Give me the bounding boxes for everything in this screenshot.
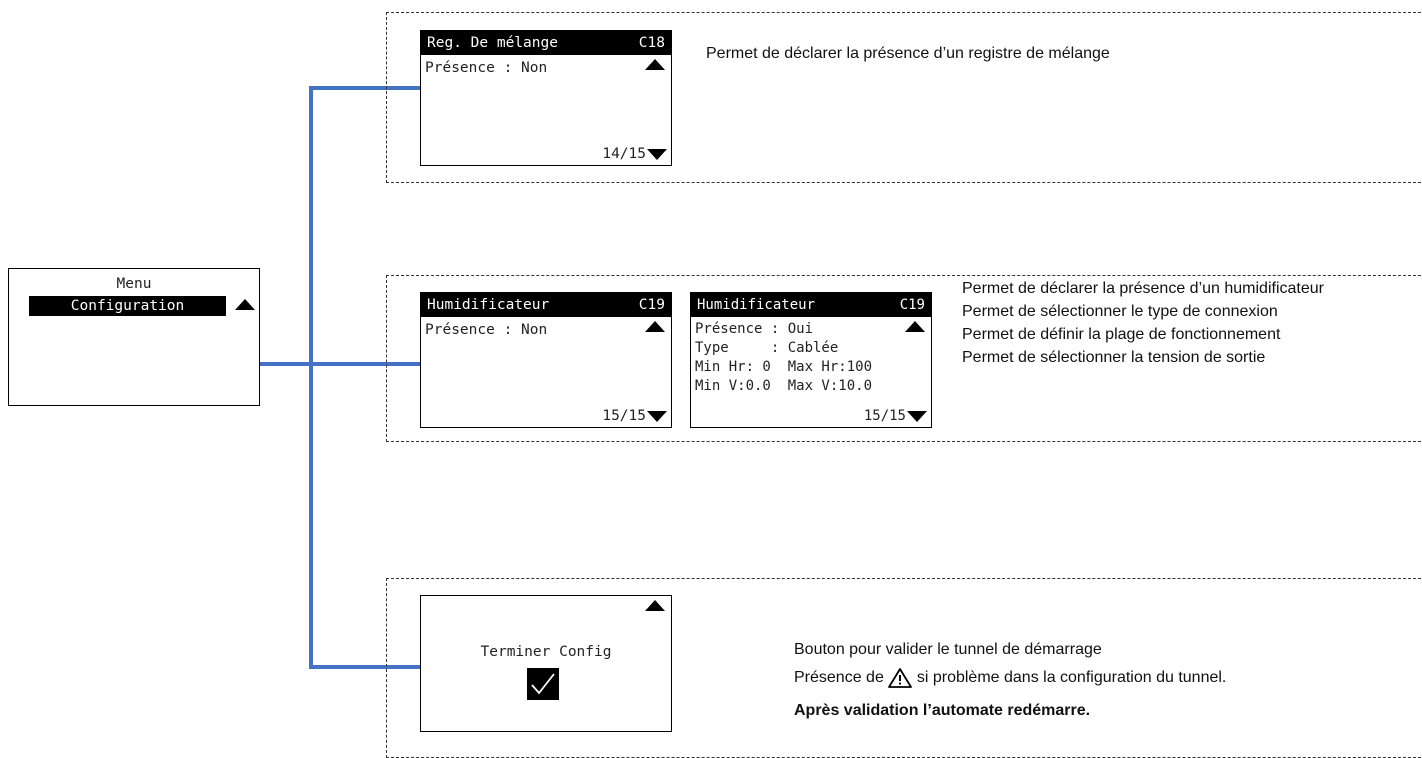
description-line: Permet de déclarer la présence d’un regi…	[706, 45, 1110, 62]
lcd-line: Présence : Non	[425, 60, 548, 76]
scroll-up-icon[interactable]	[905, 321, 925, 332]
connector-horizontal-menu	[260, 362, 420, 366]
warning-triangle-icon	[887, 667, 913, 689]
scroll-up-icon[interactable]	[645, 600, 665, 611]
lcd-screen-finish: Terminer Config	[420, 595, 672, 732]
lcd-header-title: Humidificateur	[427, 297, 550, 313]
lcd-screen-c18: Reg. De mélange C18 Présence : Non 14/15	[420, 30, 672, 166]
menu-screen: Menu Configuration	[8, 268, 260, 406]
connector-branch-section-1	[309, 86, 420, 90]
lcd-page-indicator: 14/15	[602, 145, 667, 163]
page-number: 14/15	[602, 146, 646, 162]
scroll-down-icon[interactable]	[647, 410, 667, 422]
description-line: Bouton pour valider le tunnel de démarra…	[794, 641, 1102, 658]
lcd-header: Humidificateur C19	[691, 293, 931, 317]
description-line: Permet de sélectionner le type de connex…	[962, 303, 1278, 320]
description-prefix: Présence de	[794, 669, 884, 686]
scroll-up-icon[interactable]	[235, 299, 255, 310]
connector-vertical-trunk	[309, 86, 313, 669]
lcd-line: Présence : Non	[425, 322, 548, 338]
description-line: Permet de définir la plage de fonctionne…	[962, 326, 1281, 343]
finish-config-label: Terminer Config	[480, 644, 612, 660]
menu-title: Menu	[116, 276, 152, 292]
page-number: 15/15	[863, 408, 906, 424]
section-mixing-register	[386, 12, 1422, 183]
lcd-line: Min V:0.0 Max V:10.0	[695, 378, 873, 394]
scroll-up-icon[interactable]	[645, 59, 665, 70]
menu-selected-item[interactable]: Configuration	[29, 296, 226, 316]
lcd-line: Min Hr: 0 Max Hr:100	[695, 359, 873, 375]
scroll-down-icon[interactable]	[647, 148, 667, 160]
checkmark-icon[interactable]	[527, 668, 559, 700]
lcd-line: Type : Cablée	[695, 340, 839, 356]
description-suffix: si problème dans la configuration du tun…	[916, 669, 1227, 686]
connector-branch-section-3	[309, 665, 420, 669]
lcd-header-code: C19	[638, 297, 665, 313]
lcd-screen-c19-off: Humidificateur C19 Présence : Non 15/15	[420, 292, 672, 428]
section-humidifier	[386, 275, 1422, 442]
lcd-header: Reg. De mélange C18	[421, 31, 671, 55]
lcd-header-code: C19	[899, 297, 925, 313]
lcd-page-indicator: 15/15	[864, 407, 927, 425]
lcd-header-title: Reg. De mélange	[427, 35, 558, 51]
lcd-page-indicator: 15/15	[602, 407, 667, 425]
description-note: Après validation l’automate redémarre.	[794, 702, 1091, 719]
lcd-screen-c19-on: Humidificateur C19 Présence : Oui Type :…	[690, 292, 932, 428]
lcd-header: Humidificateur C19	[421, 293, 671, 317]
scroll-down-icon[interactable]	[907, 410, 927, 422]
lcd-header-title: Humidificateur	[697, 297, 816, 313]
lcd-line: Présence : Oui	[695, 321, 814, 337]
scroll-up-icon[interactable]	[645, 321, 665, 332]
warning-description-line: Présence de si problème dans la configur…	[794, 667, 1226, 689]
page-number: 15/15	[602, 408, 646, 424]
lcd-header-code: C18	[638, 35, 665, 51]
description-line: Permet de déclarer la présence d’un humi…	[962, 280, 1324, 297]
description-line: Permet de sélectionner la tension de sor…	[962, 349, 1266, 366]
